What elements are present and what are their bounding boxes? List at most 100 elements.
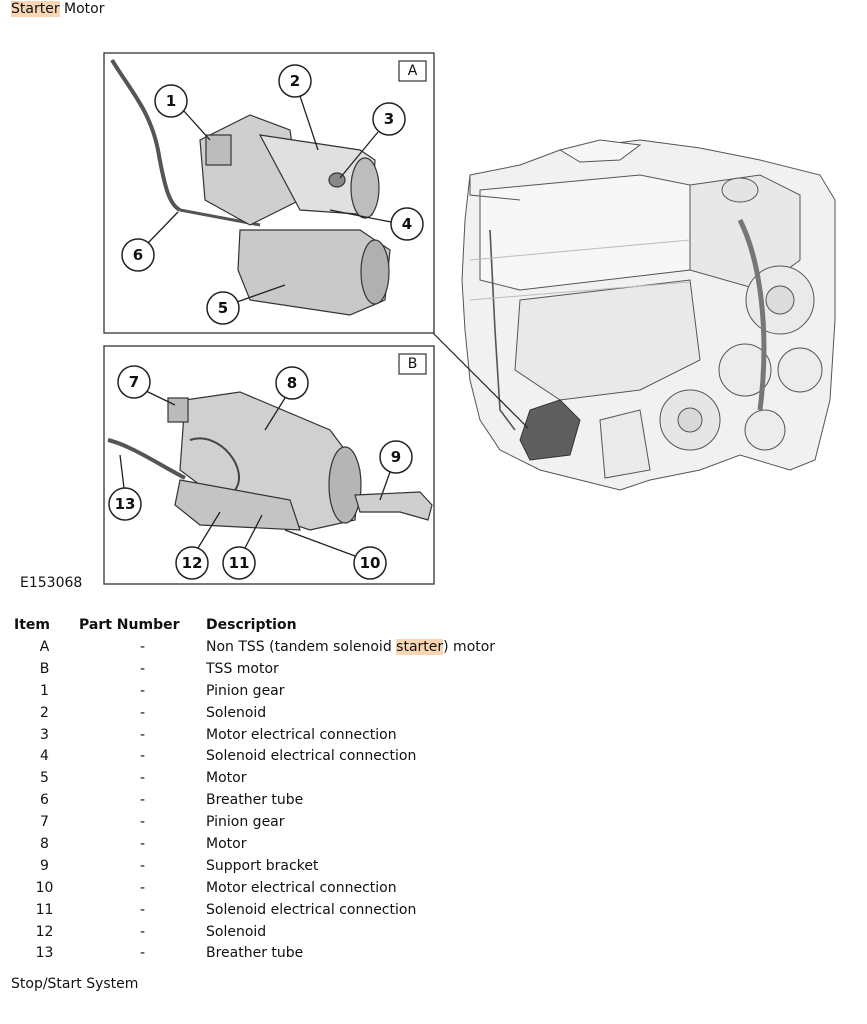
description-pre: Solenoid electrical connection (206, 901, 417, 918)
description-pre: Pinion gear (206, 814, 285, 831)
row-item: A (39, 638, 50, 655)
row-description: Solenoid (206, 921, 495, 943)
row-item: 11 (35, 901, 54, 918)
panel-b-label: B (408, 356, 418, 372)
description-pre: Motor (206, 770, 247, 787)
table-row: 6-Breather tube (10, 789, 495, 811)
callout-7: 7 (129, 373, 139, 391)
table-row: A - Non TSS (tandem solenoid starter) moto… (10, 636, 495, 658)
figure-id: E153068 (20, 575, 83, 591)
row-part-number: - (139, 879, 146, 896)
row-description: Pinion gear (206, 680, 495, 702)
description-pre: Motor electrical connection (206, 726, 397, 743)
table-row: 5 - Motor (10, 767, 495, 789)
description-pre: Pinion gear (206, 682, 285, 699)
row-part-number: - (139, 748, 146, 765)
row-part-number: - (139, 792, 146, 809)
panel-b: B 7 8 9 10 11 12 13 (103, 345, 435, 585)
row-item: 2 (40, 704, 49, 721)
row-description: TSS motor (206, 658, 495, 680)
table-row: 11 - Solenoid electrical connection (10, 899, 495, 921)
row-part-number: - (139, 682, 146, 699)
description-pre: Support bracket (206, 857, 319, 874)
header-description: Description (206, 617, 297, 633)
table-row: 8 - Motor (10, 833, 495, 855)
row-description: Non TSS (tandem solenoid starter) motor (206, 636, 495, 658)
header-item: Item (14, 617, 50, 633)
row-part-number: - (139, 704, 146, 721)
description-pre: Solenoid (206, 704, 267, 721)
row-part-number: - (139, 923, 146, 940)
table-row: 3 - Motor electrical connection (10, 724, 495, 746)
callout-10: 10 (360, 554, 381, 572)
callout-13: 13 (115, 495, 136, 513)
row-description: Solenoid electrical connection (206, 745, 495, 767)
row-item: 3 (40, 726, 49, 743)
description-hl: starter (396, 638, 444, 655)
row-part-number: - (139, 835, 146, 852)
table-row: 2 - Solenoid (10, 702, 495, 724)
description-pre: Motor electrical connection (206, 879, 397, 896)
row-item: 9 (40, 857, 49, 874)
row-description: Motor (206, 833, 495, 855)
description-pre: Solenoid electrical connection (206, 748, 417, 765)
row-part-number: - (139, 901, 146, 918)
table-row: 7-Pinion gear (10, 811, 495, 833)
row-item: 4 (40, 748, 49, 765)
table-row: 1 - Pinion gear (10, 680, 495, 702)
description-pre: Non TSS (tandem solenoid (206, 638, 397, 655)
callout-11: 11 (229, 554, 250, 572)
stop-start-system-link[interactable]: Stop/Start System (11, 976, 139, 992)
row-description: Solenoid electrical connection (206, 899, 495, 921)
table-row: 13-Breather tube (10, 942, 495, 964)
row-item: 12 (35, 923, 54, 940)
row-part-number: - (139, 945, 146, 962)
table-body: A - Non TSS (tandem solenoid starter) moto… (10, 636, 495, 964)
callout-5: 5 (218, 299, 228, 317)
table-row: 9 - Support bracket (10, 855, 495, 877)
description-pre: Solenoid (206, 923, 267, 940)
row-part-number: - (139, 660, 146, 677)
row-description: Motor electrical connection (206, 877, 495, 899)
header-part-number: Part Number (79, 617, 180, 633)
row-description: Support bracket (206, 855, 495, 877)
table-header-row: Item Part Number Description (10, 614, 495, 636)
callout-3: 3 (384, 110, 394, 128)
row-part-number: - (139, 726, 146, 743)
page-title: Starter Motor (11, 0, 104, 18)
starter-motor-illustration: A 1 2 3 4 5 6 (103, 52, 836, 585)
table-row: B - TSS motor (10, 658, 495, 680)
title-rest: Motor (59, 1, 105, 17)
row-description: Pinion gear (206, 811, 495, 833)
callout-4: 4 (402, 215, 412, 233)
engine-drawing (461, 139, 836, 491)
callout-8: 8 (287, 374, 297, 392)
row-description: Solenoid (206, 702, 495, 724)
table-row: 10 - Motor electrical connection (10, 877, 495, 899)
row-description: Breather tube (206, 789, 495, 811)
panel-leader-line (432, 332, 529, 429)
callout-9: 9 (391, 448, 401, 466)
table-row: 12 - Solenoid (10, 921, 495, 943)
row-part-number: - (139, 638, 146, 655)
row-item: 10 (35, 879, 54, 896)
callout-6: 6 (133, 246, 143, 264)
callout-2: 2 (290, 72, 300, 90)
row-item: 1 (40, 682, 49, 699)
row-item: 13 (35, 945, 54, 962)
row-description: Motor (206, 767, 495, 789)
row-part-number: - (139, 814, 146, 831)
row-part-number: - (139, 857, 146, 874)
parts-table: Item Part Number Description A - Non TSS (… (10, 614, 495, 964)
row-item: 5 (40, 770, 49, 787)
row-item: B (39, 660, 50, 677)
row-part-number: - (139, 770, 146, 787)
title-highlight: Starter (11, 1, 60, 17)
description-pre: Breather tube (206, 792, 304, 809)
callout-1: 1 (166, 92, 176, 110)
callout-12: 12 (182, 554, 203, 572)
row-item: 8 (40, 835, 49, 852)
description-post: ) motor (443, 638, 496, 655)
panel-a-label: A (408, 63, 418, 79)
row-description: Motor electrical connection (206, 724, 495, 746)
